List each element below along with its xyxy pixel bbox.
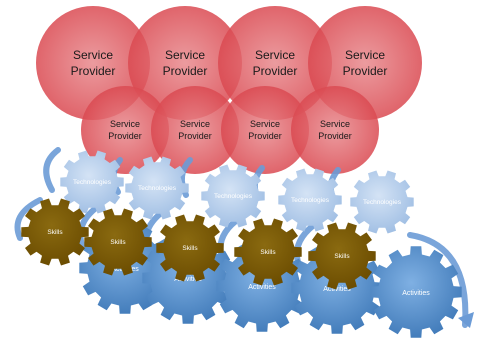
activity-gear-5 — [370, 246, 462, 338]
service-provider-circles: ServiceProviderServiceProviderServicePro… — [36, 6, 422, 174]
service-provider-top-2-line2: Provider — [163, 64, 208, 78]
service-provider-top-3-line1: Service — [255, 48, 295, 62]
skill-gear-1 — [21, 198, 89, 266]
cycle-arrow-1 — [43, 147, 61, 193]
technology-gear-4 — [278, 168, 342, 232]
technology-label-3: Technologies — [214, 193, 253, 200]
activity-label-5: Activities — [402, 290, 430, 297]
service-provider-top-4-line2: Provider — [343, 64, 388, 78]
service-provider-top-4-line1: Service — [345, 48, 385, 62]
cycle-arrow-11 — [407, 232, 469, 328]
service-provider-bottom-4-line1: Service — [320, 119, 350, 129]
skill-label-2: Skills — [110, 239, 126, 246]
technology-gear-1 — [60, 150, 124, 214]
service-provider-top-1-line1: Service — [73, 48, 113, 62]
skill-label-4: Skills — [260, 249, 276, 256]
service-provider-bottom-1-line2: Provider — [108, 131, 142, 141]
activity-label-3: Activities — [248, 284, 276, 291]
technology-label-1: Technologies — [73, 179, 112, 186]
service-provider-top-2-line1: Service — [165, 48, 205, 62]
technology-label-2: Technologies — [138, 185, 177, 192]
skill-label-5: Skills — [334, 253, 350, 260]
skill-label-1: Skills — [47, 229, 63, 236]
service-provider-bottom-1-line1: Service — [110, 119, 140, 129]
skill-label-3: Skills — [182, 245, 198, 252]
service-provider-bottom-2-line1: Service — [180, 119, 210, 129]
skill-gear-3 — [156, 214, 224, 282]
technology-gear-5 — [350, 170, 414, 234]
activity-label-4: Activities — [323, 286, 351, 293]
cycle-arrow-head — [458, 312, 474, 328]
skill-gear-4 — [234, 218, 302, 286]
technology-label-5: Technologies — [363, 199, 402, 206]
service-provider-bottom-4-line2: Provider — [318, 131, 352, 141]
skill-gear-5 — [308, 222, 376, 290]
activity-label-2: Activities — [174, 276, 202, 283]
technology-gear-3 — [201, 164, 265, 228]
service-provider-bottom-3-line2: Provider — [248, 131, 282, 141]
service-provider-bottom-3-line1: Service — [250, 119, 280, 129]
service-provider-circle-bottom-4 — [291, 86, 379, 174]
cycle-arrow-6 — [14, 197, 43, 241]
service-provider-circle-bottom-3 — [221, 86, 309, 174]
skill-gear-2 — [84, 208, 152, 276]
technology-label-4: Technologies — [291, 197, 330, 204]
service-provider-bottom-2-line2: Provider — [178, 131, 212, 141]
service-provider-top-1-line2: Provider — [71, 64, 116, 78]
service-provider-circle-bottom-1 — [81, 86, 169, 174]
technology-gear-2 — [125, 156, 189, 220]
service-provider-top-3-line2: Provider — [253, 64, 298, 78]
service-provider-circle-bottom-2 — [151, 86, 239, 174]
technology-gears: TechnologiesTechnologiesTechnologiesTech… — [60, 150, 414, 234]
